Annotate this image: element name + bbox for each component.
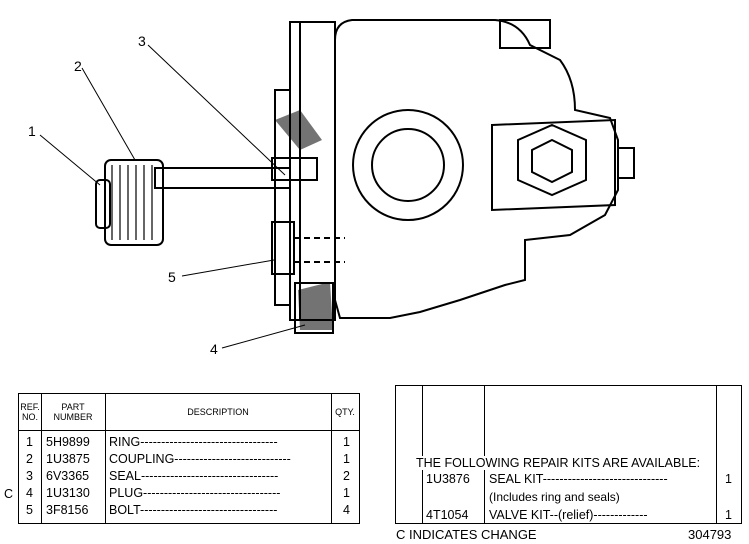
leader-3 [147,44,286,176]
header-part-number: PART NUMBER [53,402,93,422]
change-marker: C [4,487,14,501]
kits-heading: THE FOLLOWING REPAIR KITS ARE AVAILABLE: [416,456,703,470]
header-description: DESCRIPTION [187,407,249,417]
callout-3: 3 [138,33,146,49]
leader-5 [181,259,275,277]
table-row: 3 6V3365 SEAL---------------------------… [26,469,350,483]
valve-hex-nut [517,123,587,197]
change-legend: C INDICATES CHANGE [396,527,537,542]
pump-exploded-drawing [39,19,635,349]
coupling [104,159,164,246]
kit-part-number: 4T1054 [426,508,469,522]
leader-2 [81,67,136,161]
kit-qty: 1 [725,472,732,486]
kit-description: SEAL KIT------------------------------ [489,472,668,486]
callout-1: 1 [28,123,36,139]
pump-housing [334,19,619,319]
callout-4: 4 [210,341,218,357]
leader-1 [39,134,101,186]
plug [294,282,334,334]
kit-qty: 1 [725,508,732,522]
table-row: 4 1U3130 PLUG---------------------------… [26,486,350,500]
callout-5: 5 [168,269,176,285]
header-qty: QTY. [335,407,355,417]
table-row: 5 3F8156 BOLT---------------------------… [26,503,350,517]
leader-4 [221,324,306,349]
seal [271,157,318,181]
kit-note: (Includes ring and seals) [489,490,620,504]
bolt [271,221,295,275]
header-ref-no: REF. NO. [20,402,40,422]
ring [95,179,111,229]
table-row: 1 5H9899 RING---------------------------… [26,435,350,449]
repair-kits-table: THE FOLLOWING REPAIR KITS ARE AVAILABLE:… [395,385,742,524]
parts-table: REF. NO. PART NUMBER DESCRIPTION QTY. 1 … [18,393,360,524]
table-row: 2 1U3875 COUPLING-----------------------… [26,452,350,466]
kit-part-number: 1U3876 [426,472,470,486]
port-boss [352,109,464,221]
drive-shaft [154,167,291,189]
callout-2: 2 [74,58,82,74]
mounting-flange [289,21,336,321]
kit-description: VALVE KIT--(relief)------------- [489,508,648,522]
illustration-number: 304793 [688,527,732,542]
